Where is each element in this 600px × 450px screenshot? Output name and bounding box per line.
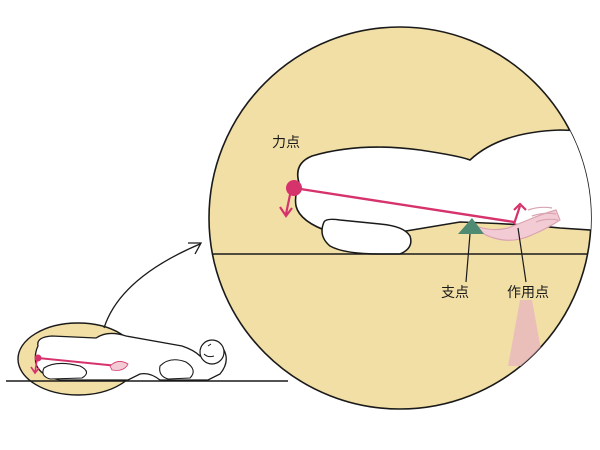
overview-scene [6, 322, 288, 396]
zoom-body [294, 129, 591, 233]
zoom-arrow [103, 243, 201, 329]
zoom-effort-arrow [279, 189, 293, 218]
small-effort-point [34, 354, 42, 362]
small-lever-line [37, 357, 119, 367]
zoom-detail: 力点 支点 作用点 [208, 26, 592, 410]
zoom-knee [321, 218, 412, 255]
fulcrum-label: 支点 [441, 285, 469, 301]
small-effort-arrow [30, 359, 40, 375]
load-label: 作用点 [507, 285, 549, 301]
small-figure-face [203, 343, 215, 358]
small-load-hand [109, 361, 129, 371]
zoom-arrow-head [188, 242, 203, 255]
small-figure-knee [42, 362, 88, 380]
load-leader [517, 227, 527, 283]
effort-label: 力点 [272, 135, 300, 151]
zoom-lever-line [293, 186, 515, 224]
zoom-effort-point [286, 180, 302, 196]
zoom-load-shade [508, 300, 544, 366]
zoom-fulcrum-triangle [458, 218, 484, 234]
small-figure-arm [159, 359, 194, 380]
zoom-load-arrow [512, 202, 527, 225]
zoom-load-hand [474, 209, 561, 241]
fulcrum-leader [465, 233, 471, 283]
small-figure-head [199, 339, 225, 365]
zoom-load-fingers [527, 206, 559, 223]
